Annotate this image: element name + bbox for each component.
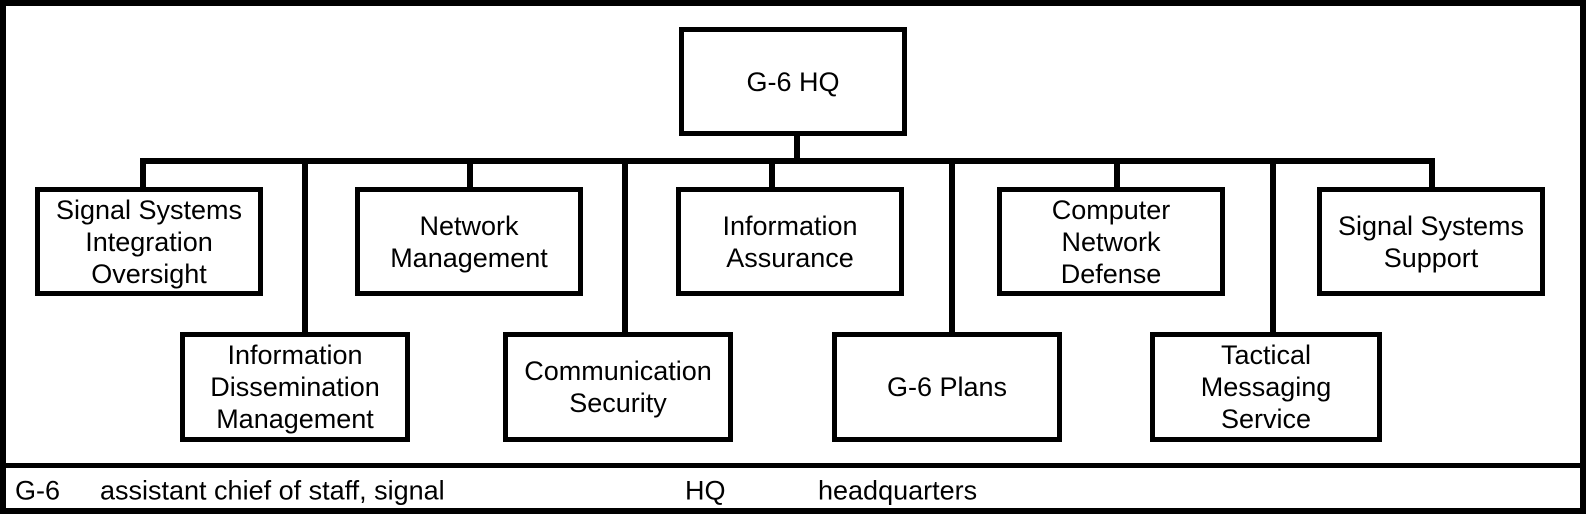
org-box-communication-security: Communication Security — [503, 332, 733, 442]
connector-drop-g6-plans — [949, 158, 955, 333]
connector-drop-signal-systems-integration-oversight — [140, 158, 146, 188]
org-box-information-dissemination-management: Information Dissemination Management — [180, 332, 410, 442]
legend-definition-hq: headquarters — [818, 475, 978, 505]
org-box-network-management: Network Management — [355, 187, 583, 296]
org-box-g6-plans: G-6 Plans — [832, 332, 1062, 442]
connector-root-stem — [794, 135, 800, 164]
org-box-label: Information Dissemination Management — [210, 340, 380, 434]
org-box-label: Communication Security — [524, 356, 712, 418]
connector-drop-communication-security — [622, 158, 628, 333]
org-box-tactical-messaging-service: Tactical Messaging Service — [1150, 332, 1382, 442]
org-box-computer-network-defense: Computer Network Defense — [997, 187, 1225, 296]
org-box-g6-hq: G-6 HQ — [679, 27, 907, 136]
org-box-label: G-6 Plans — [886, 372, 1008, 402]
connector-drop-tactical-messaging-service — [1270, 158, 1276, 333]
org-box-label: Tactical Messaging Service — [1200, 340, 1332, 434]
org-box-label: Signal Systems Support — [1337, 210, 1525, 273]
org-box-label: Network Management — [390, 210, 548, 273]
connector-drop-network-management — [467, 158, 473, 188]
connector-drop-signal-systems-support — [1429, 158, 1435, 188]
org-box-label: Information Assurance — [722, 210, 858, 273]
connector-drop-information-assurance — [769, 158, 775, 188]
legend-abbr-g6: G-6 — [15, 475, 61, 505]
org-box-label: Signal Systems Integration Oversight — [55, 194, 243, 289]
legend-bar: G-6 assistant chief of staff, signal HQ … — [6, 463, 1580, 508]
legend-abbr-hq: HQ — [685, 475, 726, 505]
org-box-label: Computer Network Defense — [1051, 194, 1171, 289]
legend-definition-g6: assistant chief of staff, signal — [100, 475, 445, 505]
org-box-information-assurance: Information Assurance — [676, 187, 904, 296]
connector-drop-information-dissemination-management — [302, 158, 308, 333]
connector-drop-computer-network-defense — [1114, 158, 1120, 188]
org-box-g6-hq-label: G-6 HQ — [746, 66, 840, 97]
org-box-signal-systems-support: Signal Systems Support — [1317, 187, 1545, 296]
connector-bus — [140, 158, 1435, 164]
org-box-signal-systems-integration-oversight: Signal Systems Integration Oversight — [35, 187, 263, 296]
